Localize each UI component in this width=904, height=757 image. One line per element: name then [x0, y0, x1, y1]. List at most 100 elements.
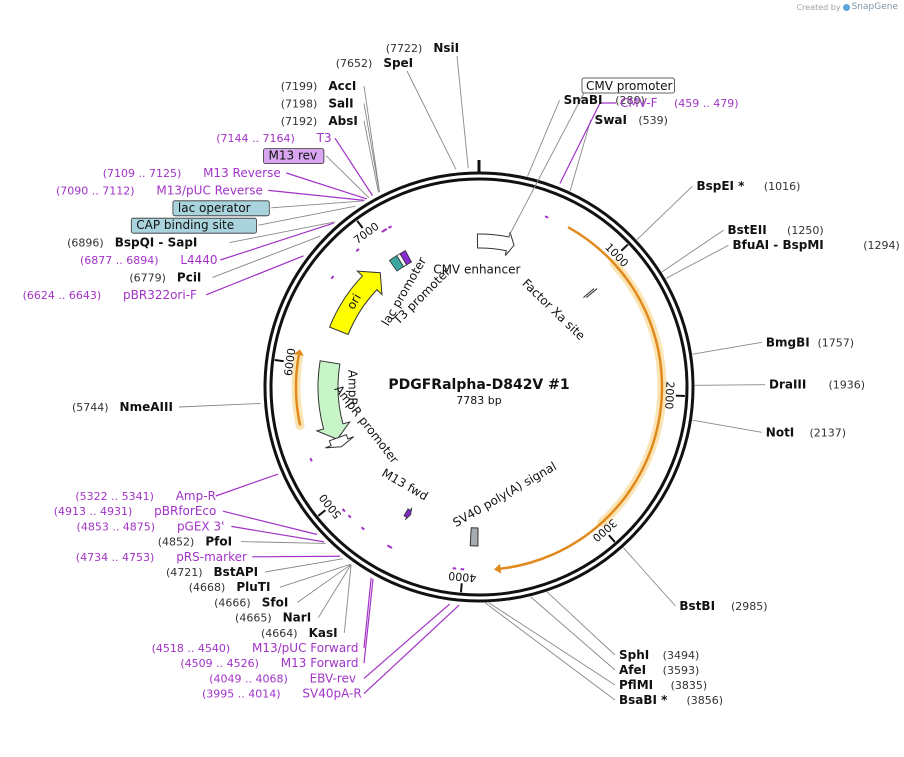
credit-brand: SnapGene: [851, 2, 898, 12]
site-leader-line: [569, 119, 592, 192]
site-name-label: AccI: [328, 79, 356, 93]
site-leader-line: [241, 541, 326, 544]
cmv-enhancer-label: CMV enhancer: [433, 263, 520, 277]
site-name-label: BfuAI - BspMI: [732, 238, 823, 252]
site-position-label: (539): [638, 114, 668, 127]
primer-binding-mark: [387, 225, 393, 229]
boxed-label-frame: [172, 200, 270, 217]
cmv-enhancer-arrow: [476, 232, 515, 256]
main-orf-arrow-icon: [493, 563, 502, 574]
site-leader-line: [229, 221, 336, 244]
site-leader-line: [622, 547, 676, 607]
site-name-label: SpeI: [383, 56, 413, 70]
leader-line-layer: [178, 55, 765, 701]
site-position-label: (3835): [671, 679, 708, 692]
primer-binding-mark: [330, 275, 335, 280]
site-name-label: BstAPI: [214, 565, 259, 579]
site-name-label: KasI: [309, 626, 338, 640]
site-name-label: SphI: [619, 648, 649, 662]
site-position-label: (4665): [235, 612, 272, 625]
primer-range-label: (459 .. 479): [674, 97, 739, 110]
primer-name-label: M13 Forward: [281, 656, 359, 670]
primer-name-label: M13 Reverse: [203, 166, 281, 180]
boxed-label-frame: [581, 77, 675, 94]
ampr-orf-bar: [294, 353, 302, 426]
site-name-label: PflMI: [619, 678, 653, 692]
site-name-label: SfoI: [262, 595, 289, 609]
site-name-label: AbsI: [328, 114, 357, 128]
primer-range-label: (4913 .. 4931): [54, 505, 133, 518]
site-name-label: BsaBI *: [619, 693, 668, 707]
ampr-promoter-arrow: [325, 434, 355, 449]
box-leader-line: [271, 200, 364, 209]
primer-leader-line: [286, 172, 368, 200]
ampr-label: AmpR: [346, 370, 360, 406]
primer-leader-line: [334, 137, 374, 196]
site-name-label: NotI: [766, 425, 795, 439]
primer-range-label: (4049 .. 4068): [209, 672, 288, 685]
primer-binding-mark: [341, 508, 346, 513]
tick-label: 7000: [351, 220, 381, 247]
backbone-outer-circle: [263, 171, 695, 603]
site-position-label: (4721): [166, 566, 203, 579]
tick-mark: [317, 509, 326, 517]
snapgene-logo-icon: [842, 3, 850, 11]
primer-name-label: L4440: [180, 253, 217, 267]
site-position-label: (1936): [829, 379, 866, 392]
sv40-label: SV40 poly(A) signal: [450, 459, 558, 530]
tick-label: 5000: [317, 491, 345, 521]
backbone-ring: [263, 160, 695, 603]
primer-name-label: pRS-marker: [176, 550, 247, 564]
primer-range-label: (3995 .. 4014): [202, 688, 281, 701]
boxed-label-text: CMV promoter: [586, 79, 673, 93]
primer-name-label: Amp-R: [176, 489, 216, 503]
site-leader-line: [363, 85, 380, 192]
site-leader-line: [526, 99, 561, 177]
site-leader-line: [264, 558, 344, 573]
site-position-label: (7722): [386, 42, 423, 55]
site-position-label: (3494): [663, 649, 700, 662]
primer-name-label: pBR322ori-F: [123, 288, 197, 302]
primer-leader-line: [252, 555, 341, 558]
boxed-label-frame: [130, 217, 257, 234]
m13-fwd-label: M13 fwd: [379, 466, 430, 504]
tick-mark: [620, 243, 629, 252]
primer-leader-line: [215, 473, 279, 497]
site-name-label: PfoI: [205, 535, 232, 549]
boxed-label-frame: [263, 148, 325, 165]
site-leader-line: [343, 564, 352, 633]
site-name-label: BspEI *: [696, 179, 745, 193]
backbone-inner-circle: [269, 177, 689, 597]
primer-name-label: M13/pUC Reverse: [156, 183, 262, 197]
boxed-label-text: CAP binding site: [136, 218, 234, 232]
primer-range-label: (4853 .. 4875): [77, 520, 156, 533]
site-position-label: (2137): [809, 426, 846, 439]
site-position-label: (5744): [72, 401, 109, 414]
tick-mark: [356, 220, 364, 229]
primer-leader-line: [559, 102, 616, 184]
tick-mark: [459, 583, 463, 593]
site-leader-line: [178, 403, 261, 408]
site-name-label: SwaI: [595, 113, 627, 127]
primer-range-label: (4509 .. 4526): [180, 657, 259, 670]
site-position-label: (4666): [214, 596, 251, 609]
primer-name-label: EBV-rev: [310, 671, 356, 685]
site-leader-line: [636, 185, 693, 240]
primer-binding-mark: [355, 248, 360, 252]
site-leader-line: [363, 120, 379, 193]
site-position-label: (4852): [158, 536, 195, 549]
site-name-label: NsiI: [433, 41, 459, 55]
factor-xa-mark: [583, 288, 595, 298]
site-position-label: (280): [615, 94, 645, 107]
primer-leader-line: [363, 603, 451, 679]
site-leader-line: [363, 103, 380, 193]
site-leader-line: [484, 602, 616, 701]
site-leader-line: [692, 341, 762, 355]
site-leader-line: [406, 70, 457, 170]
site-position-label: (4668): [189, 581, 226, 594]
primer-range-label: (4734 .. 4753): [76, 551, 155, 564]
ori-label: ori: [344, 291, 364, 312]
primer-binding-mark: [388, 545, 393, 549]
site-leader-line: [661, 229, 724, 273]
